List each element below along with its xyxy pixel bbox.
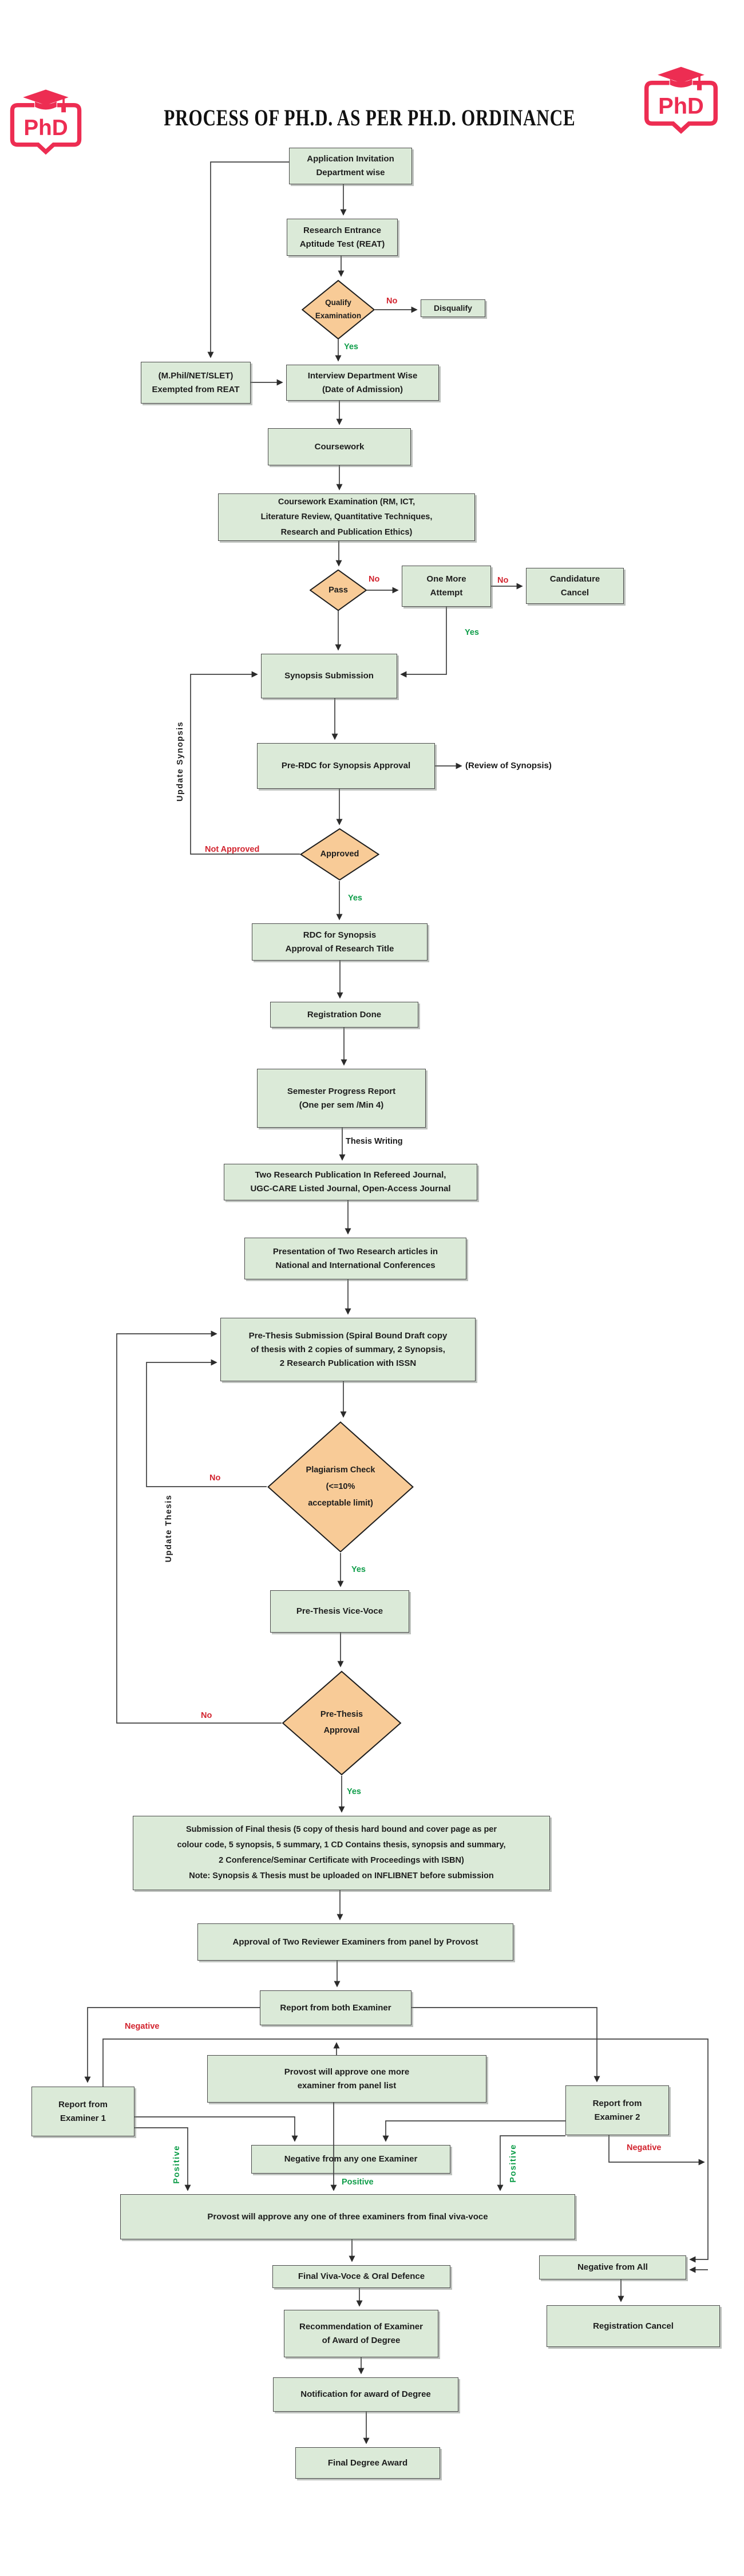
node-interview: Interview Department Wise (Date of Admis… bbox=[286, 365, 439, 401]
page-title: PROCESS OF PH.D. AS PER PH.D. ORDINANCE bbox=[164, 105, 576, 131]
decision-qualify-examination: Qualify Examination bbox=[302, 280, 375, 339]
node-disqualify: Disqualify bbox=[421, 299, 485, 317]
edge-label-not-approved: Not Approved bbox=[205, 845, 260, 854]
decision-label: Qualify Examination bbox=[315, 298, 362, 320]
node-mphil-exempted: (M.Phil/NET/SLET) Exempted from REAT bbox=[141, 362, 251, 404]
decision-pre-thesis-approval: Pre-Thesis Approval bbox=[282, 1670, 402, 1776]
node-provost-three-examiners: Provost will approve any one of three ex… bbox=[120, 2194, 575, 2239]
phd-logo-left-text: PhD bbox=[23, 116, 68, 140]
node-recommendation-award: Recommendation of Examiner of Award of D… bbox=[284, 2310, 438, 2357]
edge-label-positive: Positive bbox=[342, 2178, 374, 2187]
decision-label: Approved bbox=[320, 850, 359, 859]
node-one-more-attempt: One More Attempt bbox=[402, 566, 491, 607]
node-coursework: Coursework bbox=[268, 428, 411, 465]
node-synopsis-submission: Synopsis Submission bbox=[261, 654, 397, 698]
decision-pass: Pass bbox=[310, 570, 367, 611]
node-report-examiner-1: Report from Examiner 1 bbox=[31, 2087, 134, 2136]
node-negative-from-all: Negative from All bbox=[539, 2255, 686, 2279]
node-two-publications: Two Research Publication In Refereed Jou… bbox=[224, 1164, 477, 1200]
edge-label-update-synopsis: Update Synopsis bbox=[176, 721, 185, 802]
edge-label-no: No bbox=[386, 297, 398, 306]
edge-label-yes: Yes bbox=[351, 1565, 366, 1574]
node-pre-thesis-vice-voce: Pre-Thesis Vice-Voce bbox=[270, 1590, 409, 1633]
node-registration-cancel: Registration Cancel bbox=[547, 2305, 720, 2347]
edge-label-yes: Yes bbox=[465, 628, 479, 637]
phd-logo-left: PhD bbox=[7, 87, 85, 158]
graduation-cap-icon bbox=[23, 89, 69, 105]
edge-label-positive: Positive bbox=[509, 2144, 518, 2183]
node-final-degree-award: Final Degree Award bbox=[295, 2447, 440, 2479]
decision-plagiarism-check: Plagiarism Check (<=10% acceptable limit… bbox=[267, 1421, 414, 1553]
edge-label-no: No bbox=[201, 1711, 212, 1720]
node-semester-progress: Semester Progress Report (One per sem /M… bbox=[257, 1069, 426, 1128]
node-notification-award: Notification for award of Degree bbox=[273, 2377, 458, 2412]
node-presentation-conferences: Presentation of Two Research articles in… bbox=[244, 1238, 466, 1279]
decision-approved: Approved bbox=[300, 828, 379, 880]
edge-label-negative: Negative bbox=[627, 2143, 662, 2152]
edge-label-positive: Positive bbox=[172, 2145, 181, 2184]
node-pre-rdc: Pre-RDC for Synopsis Approval bbox=[257, 743, 435, 789]
decision-label: Plagiarism Check (<=10% acceptable limit… bbox=[306, 1465, 375, 1508]
node-report-both-examiners: Report from both Examiner bbox=[260, 1990, 411, 2025]
node-pre-thesis-submission: Pre-Thesis Submission (Spiral Bound Draf… bbox=[220, 1318, 476, 1381]
graduation-cap-icon bbox=[658, 66, 705, 83]
node-candidature-cancel: Candidature Cancel bbox=[526, 568, 624, 604]
node-final-viva-voce: Final Viva-Voce & Oral Defence bbox=[272, 2265, 450, 2288]
edge-label-yes: Yes bbox=[347, 1787, 361, 1796]
node-report-examiner-2: Report from Examiner 2 bbox=[565, 2085, 669, 2135]
node-negative-any-one: Negative from any one Examiner bbox=[251, 2145, 450, 2174]
edge-label-thesis-writing: Thesis Writing bbox=[346, 1137, 403, 1146]
edge-label-negative: Negative bbox=[125, 2022, 160, 2031]
node-provost-one-more-examiner: Provost will approve one more examiner f… bbox=[207, 2055, 486, 2103]
edge-label-no: No bbox=[209, 1473, 221, 1483]
node-application-invitation: Application Invitation Department wise bbox=[289, 148, 412, 184]
node-registration-done: Registration Done bbox=[270, 1002, 418, 1028]
node-approval-two-reviewers: Approval of Two Reviewer Examiners from … bbox=[197, 1923, 513, 1961]
phd-logo-left-graphic: PhD bbox=[10, 89, 82, 155]
edge-label-yes: Yes bbox=[348, 894, 362, 903]
edge-label-yes: Yes bbox=[344, 342, 358, 351]
decision-label: Pass bbox=[329, 585, 348, 595]
node-final-thesis-submission: Submission of Final thesis (5 copy of th… bbox=[133, 1816, 550, 1890]
edge-label-no: No bbox=[369, 575, 380, 584]
phd-logo-right-text: PhD bbox=[658, 94, 704, 119]
phd-logo-right-graphic: PhD bbox=[644, 66, 718, 134]
decision-label: Pre-Thesis Approval bbox=[320, 1710, 363, 1735]
phd-logo-right: PhD bbox=[641, 64, 721, 137]
node-reat: Research Entrance Aptitude Test (REAT) bbox=[287, 219, 398, 256]
label-review-of-synopsis: (Review of Synopsis) bbox=[465, 761, 552, 771]
node-coursework-examination: Coursework Examination (RM, ICT, Literat… bbox=[218, 493, 475, 541]
node-rdc-synopsis: RDC for Synopsis Approval of Research Ti… bbox=[252, 923, 428, 961]
edge-label-update-thesis: Update Thesis bbox=[164, 1494, 173, 1563]
edge-label-no: No bbox=[497, 576, 509, 585]
